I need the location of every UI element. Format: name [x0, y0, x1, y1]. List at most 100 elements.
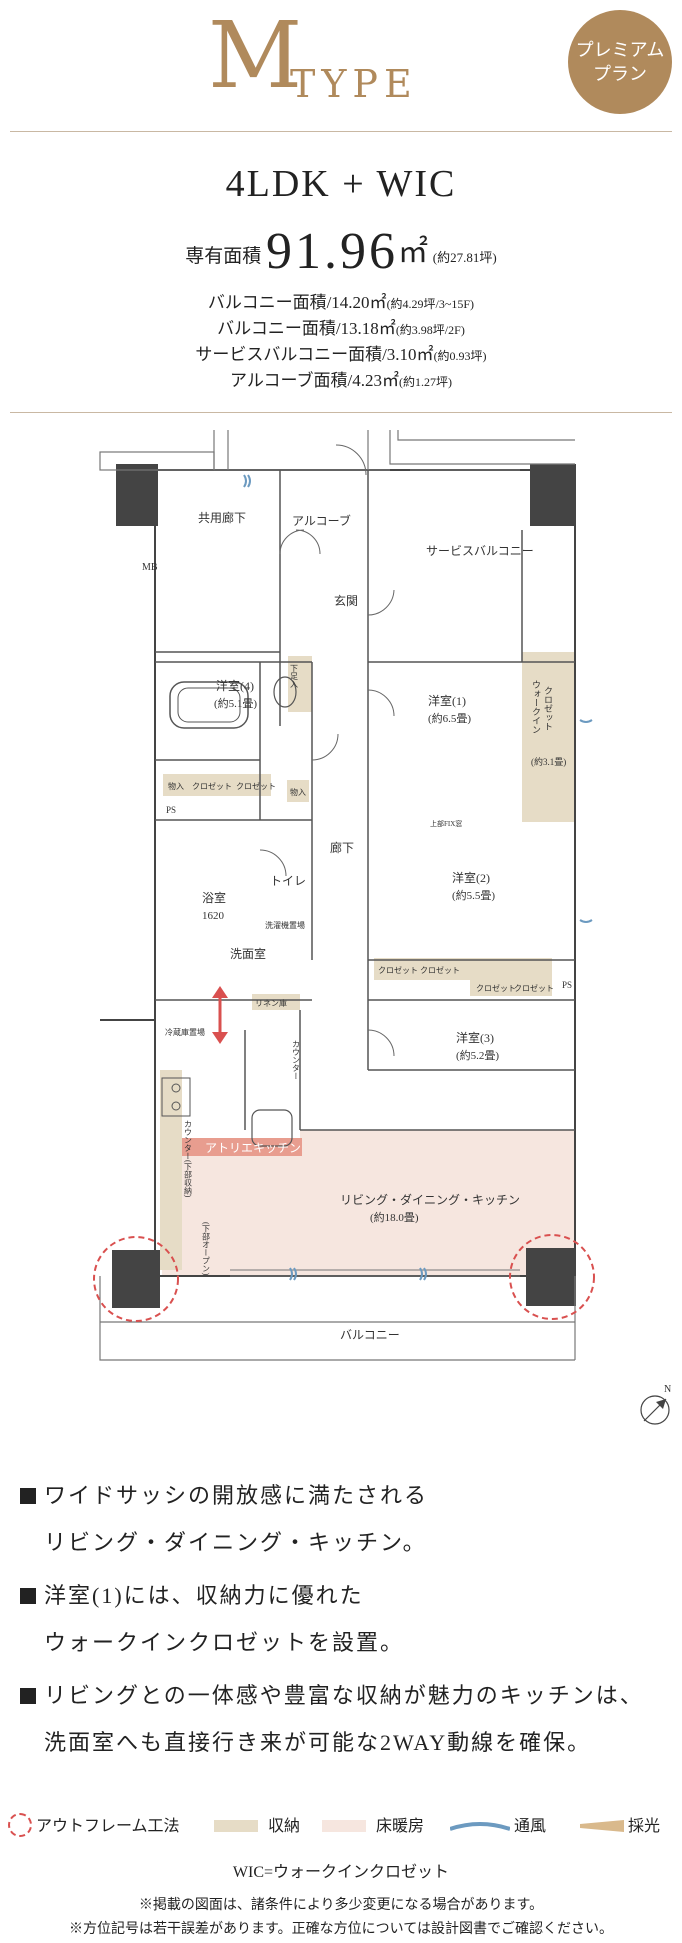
- label-closet-room2-b: クロゼット: [420, 965, 460, 975]
- linen-storage: [252, 994, 300, 1010]
- room2-closet-storage: [374, 958, 470, 980]
- stove-icon: [161, 1077, 191, 1117]
- label-entrance: 玄関: [334, 593, 358, 608]
- label-lower-open: (下部オープン): [202, 1222, 211, 1276]
- label-atelier-kitchen: アトリエキッチン: [205, 1141, 301, 1155]
- type-word: TYPE: [290, 62, 418, 106]
- label-closet-room3-b: クロゼット: [514, 983, 554, 993]
- bullet-square-icon: [20, 1588, 36, 1604]
- header-divider: [10, 131, 672, 132]
- feature-1-line2: リビング・ダイニング・キッチン。: [44, 1530, 427, 1555]
- feature-1-line1: ワイドサッシの開放感に満たされる: [44, 1483, 429, 1508]
- label-bath-size: 1620: [202, 910, 225, 922]
- area-unit: ㎡: [398, 236, 429, 269]
- label-washroom: 洗面室: [230, 946, 266, 961]
- legend-ventilation: 通風: [449, 1812, 547, 1836]
- label-hallway: 廊下: [330, 840, 354, 855]
- label-room4: 洋室(4): [216, 678, 254, 693]
- balcony-area-1-note: (約4.29坪/3~15F): [386, 297, 475, 311]
- label-wic-1: ウォークイン: [531, 680, 541, 734]
- label-closet-room2-a: クロゼット: [378, 965, 418, 975]
- column-se: [526, 1248, 576, 1306]
- label-balcony: バルコニー: [340, 1328, 400, 1342]
- ventilation-legend-icon: [449, 1822, 511, 1831]
- label-storage-room4: 物入: [168, 781, 184, 791]
- outframe-circle-se: [509, 1234, 595, 1320]
- alcove-area-note: (約1.27坪): [398, 375, 452, 389]
- label-wic-size: (約3.1畳): [531, 756, 566, 767]
- service-balcony-area: サービスバルコニー面積/3.10㎡(約0.93坪): [0, 340, 682, 365]
- area-value: 91.96: [266, 223, 399, 280]
- label-closet-room4-b: クロゼット: [236, 781, 276, 791]
- column-sw: [112, 1250, 160, 1308]
- area-row: 専有面積 91.96㎡ (約27.81坪): [0, 222, 682, 281]
- type-letter: M: [208, 2, 303, 109]
- compass-icon: N: [640, 1384, 671, 1425]
- room3-closet-storage: [470, 958, 552, 996]
- balcony-area-1: バルコニー面積/14.20㎡(約4.29坪/3~15F): [0, 288, 682, 313]
- feature-3: リビングとの一体感や豊富な収納が魅力のキッチンは、 洗面室へも直接行き来が可能な…: [20, 1672, 644, 1766]
- badge-line1: プレミアム: [575, 39, 665, 60]
- feature-2-line2: ウォークインクロゼットを設置。: [44, 1630, 405, 1655]
- mb-box: [99, 451, 215, 471]
- legend-storage-label: 収納: [268, 1818, 301, 1835]
- feature-2-line1: 洋室(1)には、収納力に優れた: [44, 1583, 364, 1608]
- premium-plan-badge: プレミアム プラン: [568, 10, 672, 114]
- label-ps-right: PS: [562, 980, 572, 990]
- legend-floor-heating-label: 床暖房: [376, 1818, 425, 1835]
- service-balcony-area-text: サービスバルコニー面積/3.10㎡: [195, 345, 434, 364]
- label-toilet: トイレ: [270, 874, 306, 888]
- summary-divider: [10, 412, 672, 413]
- area-label: 専有面積: [185, 246, 262, 267]
- two-way-arrow-icon: [212, 986, 228, 1044]
- storage-2: [163, 774, 185, 796]
- daylight-legend-icon: [580, 1820, 624, 1832]
- label-fix-window: 上部FIX窓: [430, 819, 462, 828]
- column-ne: [530, 464, 576, 526]
- balcony-area-2: バルコニー面積/13.18㎡(約3.98坪/2F): [0, 314, 682, 339]
- note-1: ※掲載の図面は、諸条件により多少変更になる場合があります。: [138, 1898, 544, 1913]
- label-linen: リネン庫: [255, 998, 287, 1008]
- kitchen-sink-icon: [251, 1109, 293, 1147]
- column-nw: [116, 464, 158, 526]
- bullet-square-icon: [20, 1488, 36, 1504]
- bullet-square-icon: [20, 1688, 36, 1704]
- label-ldk-size: (約18.0畳): [370, 1210, 419, 1224]
- floor-plan: N 共用廊下 アルコーブ サービスバルコニー MB 玄関 洋室(4) (約5.1…: [93, 430, 671, 1425]
- label-room3: 洋室(3): [456, 1030, 494, 1045]
- bathtub-icon: [169, 681, 249, 729]
- label-room3-size: (約5.2畳): [456, 1048, 499, 1062]
- counter-storage: [160, 1070, 182, 1270]
- feature-3-line2: 洗面室へも直接行き来が可能な2WAY動線を確保。: [44, 1730, 592, 1755]
- feature-1: ワイドサッシの開放感に満たされる リビング・ダイニング・キッチン。: [20, 1472, 428, 1566]
- outframe-circle-sw: [93, 1236, 179, 1322]
- label-room1-size: (約6.5畳): [428, 711, 471, 725]
- room4-closet-storage: [163, 774, 271, 796]
- label-washer: 洗濯機置場: [265, 920, 305, 930]
- label-shared-corridor: 共用廊下: [198, 510, 246, 525]
- badge-line2: プラン: [593, 64, 647, 84]
- label-closet-room3-a: クロゼット: [476, 983, 516, 993]
- note-2: ※方位記号は若干誤差があります。正確な方位については設計図書でご確認ください。: [69, 1922, 613, 1937]
- wic-storage: [522, 652, 576, 822]
- toilet-icon: [273, 676, 297, 708]
- label-alcove: アルコーブ: [292, 513, 351, 528]
- balcony-area-1-text: バルコニー面積/14.20㎡: [207, 293, 387, 312]
- label-mb: MB: [142, 562, 158, 573]
- label-fridge: 冷蔵庫置場: [165, 1027, 205, 1037]
- label-storage-hall: 物入: [290, 787, 306, 797]
- floor-heating-swatch: [322, 1820, 366, 1832]
- label-room2: 洋室(2): [452, 870, 490, 885]
- balcony-area-2-note: (約3.98坪/2F): [395, 323, 465, 337]
- atelier-kitchen-band: [162, 1138, 302, 1156]
- legend-outframe: アウトフレーム工法: [8, 1812, 180, 1837]
- label-ldk: リビング・ダイニング・キッチン: [340, 1192, 520, 1207]
- label-ps-left: PS: [166, 805, 176, 815]
- legend-ventilation-label: 通風: [514, 1818, 547, 1835]
- label-closet-room4-a: クロゼット: [192, 781, 232, 791]
- feature-3-line1: リビングとの一体感や豊富な収納が魅力のキッチンは、: [44, 1683, 644, 1708]
- label-room1: 洋室(1): [428, 693, 466, 708]
- label-wic-2: クロゼット: [543, 686, 553, 731]
- balcony-area-2-text: バルコニー面積/13.18㎡: [217, 319, 396, 338]
- feature-2: 洋室(1)には、収納力に優れた ウォークインクロゼットを設置。: [20, 1572, 404, 1666]
